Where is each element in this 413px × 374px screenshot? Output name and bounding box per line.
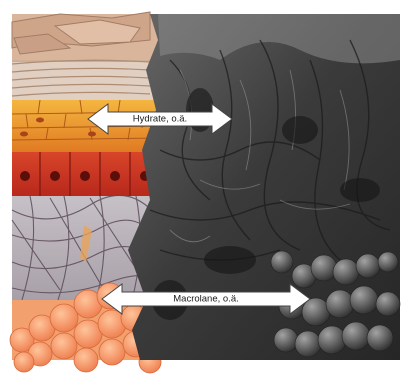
- arrow-label-hydrate: Hydrate, o.ä.: [133, 114, 187, 124]
- arrow-label-macrolane: Macrolane, o.ä.: [173, 294, 238, 304]
- sem-micrograph: [128, 14, 400, 360]
